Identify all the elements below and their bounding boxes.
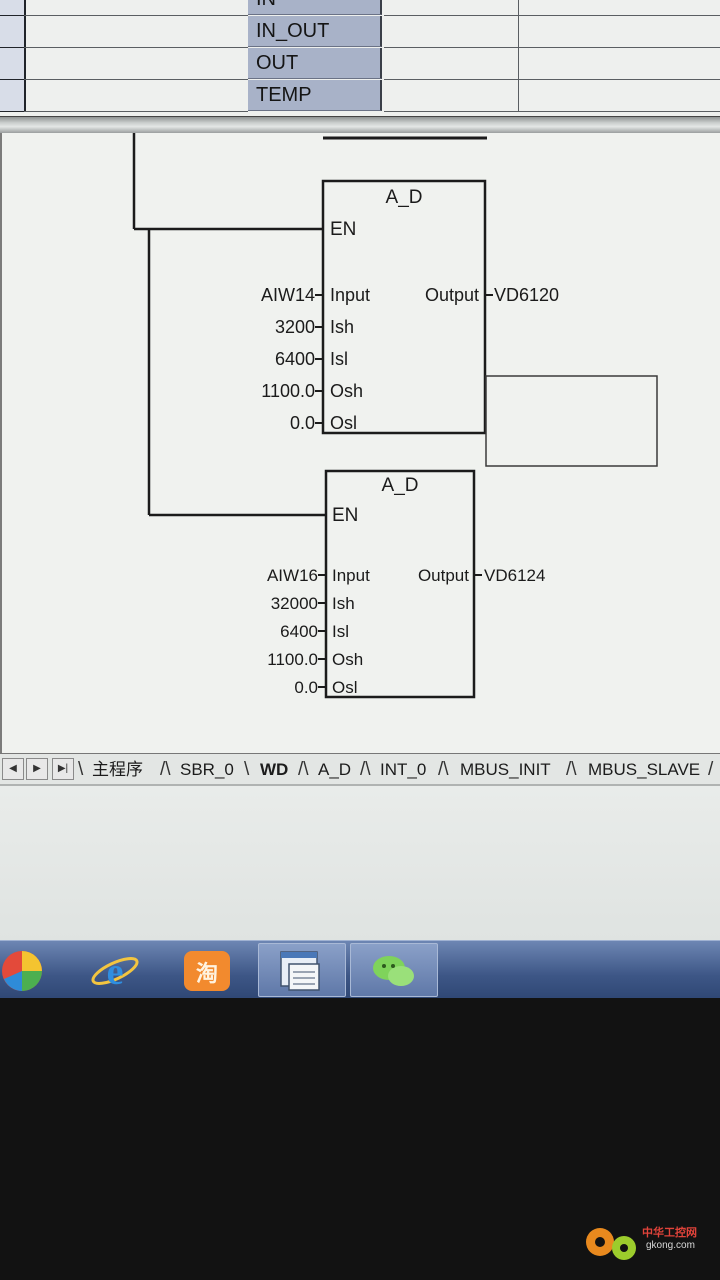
pin-value: 1100.0 <box>261 381 315 401</box>
output-value: VD6124 <box>484 566 545 585</box>
row-selector[interactable] <box>0 16 26 48</box>
tab-wd[interactable]: WD <box>260 760 289 779</box>
tab-scroll-right-button[interactable]: ▶ <box>26 758 48 780</box>
watermark: 中华工控网 gkong.com <box>580 1208 712 1272</box>
ladder-editor[interactable]: A_D EN Input Ish Isl Osh Osl AIW14 3200 … <box>0 133 720 753</box>
pin-label: Osl <box>332 678 358 697</box>
en-label: EN <box>332 505 358 526</box>
svg-text:e: e <box>107 951 124 993</box>
watermark-title: 中华工控网 <box>642 1227 697 1239</box>
pou-tab-bar: ◀ ▶ ▶| \ 主程序 /\ SBR_0 \ WD /\ A_D /\ INT… <box>0 753 720 785</box>
symbol-cell[interactable] <box>24 0 248 16</box>
pin-value: 6400 <box>280 622 318 641</box>
pin-label: Input <box>332 566 370 585</box>
tab-mbus-slave[interactable]: MBUS_SLAVE <box>588 760 701 779</box>
pin-label: Isl <box>332 622 349 641</box>
pin-value: AIW16 <box>267 566 318 585</box>
pane-splitter[interactable] <box>0 116 720 134</box>
table-row[interactable]: IN_OUT <box>0 16 720 48</box>
pin-label: Ish <box>332 594 355 613</box>
output-value: VD6120 <box>494 285 559 305</box>
symbol-cell[interactable] <box>24 16 248 48</box>
pin-label: Osh <box>332 650 363 669</box>
tab-a-d[interactable]: A_D <box>318 760 352 779</box>
tab-mbus-init[interactable]: MBUS_INIT <box>460 760 551 779</box>
data-type-cell[interactable] <box>384 16 519 48</box>
tab-int-0[interactable]: INT_0 <box>380 760 427 779</box>
block-title: A_D <box>386 187 423 208</box>
step7-program-icon[interactable] <box>258 943 346 997</box>
pin-value: 6400 <box>275 349 315 369</box>
tab-scroll-left-button[interactable]: ◀ <box>2 758 24 780</box>
output-label: Output <box>418 566 469 585</box>
row-selector[interactable] <box>0 0 26 16</box>
block-title: A_D <box>382 475 419 496</box>
variable-table: IN IN_OUT OUT TEMP <box>0 0 720 116</box>
en-label: EN <box>330 219 356 240</box>
ladder-diagram: A_D EN Input Ish Isl Osh Osl AIW14 3200 … <box>0 133 658 753</box>
comment-cell[interactable] <box>519 0 720 16</box>
var-type-cell: TEMP <box>248 80 382 111</box>
pin-label: Osl <box>330 413 357 433</box>
taobao-icon[interactable]: 淘 <box>176 943 238 997</box>
data-type-cell[interactable] <box>384 80 519 112</box>
pin-label: Isl <box>330 349 348 369</box>
empty-box <box>485 375 658 467</box>
table-row[interactable]: TEMP <box>0 80 720 112</box>
var-type-cell: OUT <box>248 48 382 79</box>
colorful-ball-icon[interactable] <box>0 943 60 997</box>
gear-logo-icon <box>586 1228 636 1260</box>
tab-main-program[interactable]: 主程序 <box>92 760 143 779</box>
symbol-cell[interactable] <box>24 48 248 80</box>
pin-label: Ish <box>330 317 354 337</box>
watermark-url: gkong.com <box>646 1240 695 1251</box>
table-row[interactable]: OUT <box>0 48 720 80</box>
windows-taskbar: e 淘 <box>0 940 720 999</box>
data-type-cell[interactable] <box>384 48 519 80</box>
wechat-icon[interactable] <box>350 943 438 997</box>
comment-cell[interactable] <box>519 80 720 112</box>
ad-block-1 <box>321 179 487 435</box>
var-type-cell: IN_OUT <box>248 16 382 47</box>
output-pane[interactable] <box>0 784 720 942</box>
pin-value: 3200 <box>275 317 315 337</box>
table-row[interactable]: IN <box>0 0 720 16</box>
pin-label: Osh <box>330 381 363 401</box>
row-selector[interactable] <box>0 80 26 112</box>
row-selector[interactable] <box>0 48 26 80</box>
symbol-cell[interactable] <box>24 80 248 112</box>
comment-cell[interactable] <box>519 16 720 48</box>
data-type-cell[interactable] <box>384 0 519 16</box>
ad-block-2 <box>324 469 476 699</box>
output-label: Output <box>425 285 479 305</box>
pin-value: AIW14 <box>261 285 315 305</box>
svg-text:淘: 淘 <box>196 961 218 987</box>
var-type-cell: IN <box>248 0 382 15</box>
screen: IN IN_OUT OUT TEMP <box>0 0 720 1000</box>
pin-value: 32000 <box>271 594 318 613</box>
comment-cell[interactable] <box>519 48 720 80</box>
pin-label: Input <box>330 285 370 305</box>
tab-sbr-0[interactable]: SBR_0 <box>180 760 234 779</box>
internet-explorer-icon[interactable]: e <box>84 943 146 997</box>
pin-value: 0.0 <box>290 413 315 433</box>
pin-value: 0.0 <box>294 678 318 697</box>
pin-value: 1100.0 <box>267 650 318 669</box>
tab-scroll-end-button[interactable]: ▶| <box>52 758 74 780</box>
